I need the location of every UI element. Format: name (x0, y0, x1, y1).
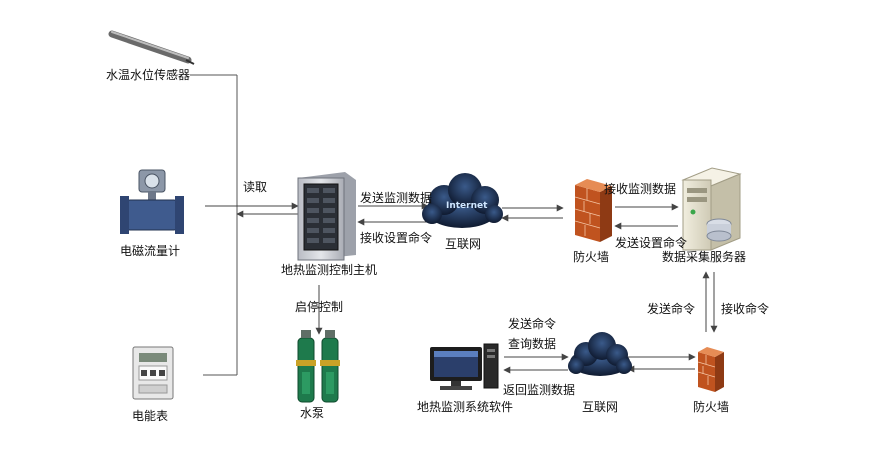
control-host-label: 地热监测控制主机 (281, 263, 378, 277)
water-sensor-icon (108, 30, 195, 65)
control-host-cabinet-icon (297, 172, 356, 261)
software-internet2-arrows (503, 353, 569, 374)
flowmeter-label: 电磁流量计 (120, 244, 181, 258)
firewall-2-label: 防火墙 (693, 400, 730, 414)
server-icon (681, 167, 742, 251)
firewall-icon (574, 179, 612, 242)
firewall-label: 防火墙 (573, 250, 610, 264)
firewall-2-icon (697, 347, 724, 392)
recv-setting-cmd-edge-label: 接收设置命令 (360, 231, 433, 245)
software-label: 地热监测系统软件 (417, 400, 514, 414)
server-firewall2-arrows (702, 271, 718, 333)
energy-meter-label: 电能表 (132, 409, 169, 423)
send-setting-cmd-edge-label: 发送设置命令 (615, 236, 688, 250)
sensor-label: 水温水位传感器 (106, 68, 191, 82)
internet-cloud-icon: Internet (422, 173, 503, 228)
start-stop-edge-label: 启停控制 (295, 300, 344, 314)
internet-2-label: 互联网 (582, 400, 619, 414)
pump-label: 水泵 (300, 406, 325, 420)
read-arrows (205, 202, 299, 218)
water-pump-icon (296, 330, 340, 403)
internet-label: 互联网 (445, 237, 482, 251)
send-data-edge-label: 发送监测数据 (360, 191, 433, 205)
recv-cmd-edge-label: 接收命令 (721, 302, 770, 316)
host-internet-arrows (357, 202, 429, 226)
send-cmd-bottom-edge-label: 发送命令 (508, 317, 557, 331)
internet-cloud-2-icon (568, 332, 632, 376)
query-data-edge-label: 查询数据 (508, 337, 557, 351)
recv-data-edge-label: 接收监测数据 (604, 182, 677, 196)
cloud-label: Internet (446, 201, 488, 211)
send-cmd-edge-label: 发送命令 (647, 302, 696, 316)
energy-meter-icon (132, 346, 174, 400)
return-data-edge-label: 返回监测数据 (503, 383, 576, 397)
server-label: 数据采集服务器 (662, 250, 747, 264)
firewall-server-arrows (614, 203, 679, 230)
sensor-bus-lines (190, 74, 238, 376)
read-edge-label: 读取 (243, 180, 268, 194)
internet2-firewall2-arrows (627, 353, 696, 373)
flowmeter-icon (120, 169, 184, 234)
software-pc-icon (430, 343, 499, 390)
internet-firewall-arrows (501, 204, 564, 222)
